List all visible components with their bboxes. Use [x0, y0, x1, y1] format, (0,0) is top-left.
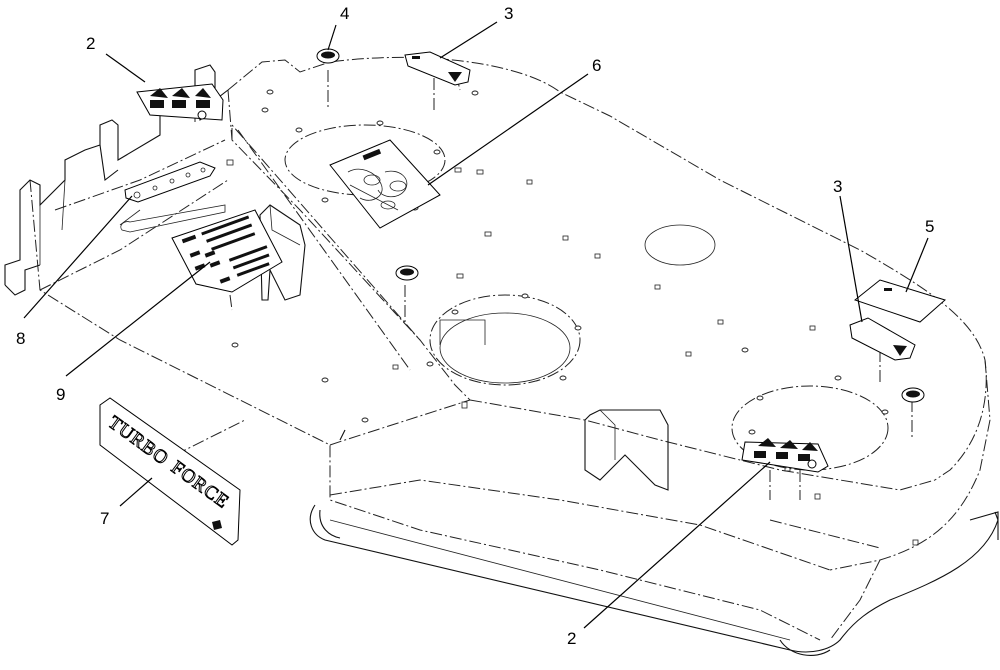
strip-decal-3-right — [849, 317, 916, 361]
turbo-force-decal: TURBO FORCE — [99, 397, 241, 546]
callout-9: 9 — [56, 385, 65, 404]
leader-lines — [23, 21, 929, 629]
callout-3-top: 3 — [504, 4, 513, 23]
callouts: 2 4 3 6 3 5 8 9 7 2 — [16, 4, 934, 648]
safety-decal-top — [136, 83, 224, 121]
callout-2-top: 2 — [86, 34, 95, 53]
callout-3-right: 3 — [833, 177, 842, 196]
round-decal-center — [395, 265, 419, 281]
instruction-decal — [171, 209, 283, 293]
rect-decal-5 — [853, 279, 947, 323]
callout-5: 5 — [925, 217, 934, 236]
round-decal-right — [901, 387, 925, 403]
deck-slots — [226, 159, 919, 546]
callout-8: 8 — [16, 329, 25, 348]
callout-7: 7 — [100, 509, 109, 528]
deck-holes — [231, 89, 889, 435]
strip-decal-3-top — [404, 51, 471, 86]
round-decal-4 — [316, 48, 340, 64]
mower-deck — [4, 56, 999, 656]
callout-6: 6 — [592, 56, 601, 75]
safety-decal-front — [741, 438, 829, 473]
callout-4: 4 — [340, 4, 349, 23]
height-strip-decal — [124, 161, 216, 203]
callout-2-front: 2 — [567, 629, 576, 648]
belt-routing-decal — [329, 139, 441, 229]
